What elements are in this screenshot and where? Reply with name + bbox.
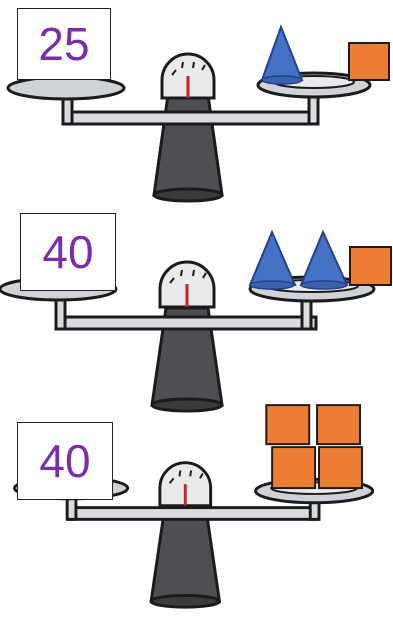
- cone-icon: [301, 232, 347, 285]
- number-label-2: 40: [42, 229, 93, 275]
- scale-foot: [154, 189, 222, 201]
- cube-icon: [317, 405, 360, 444]
- cube-icon: [272, 447, 315, 488]
- balance-scale-3: 40: [0, 410, 393, 615]
- left-pan: [8, 77, 124, 99]
- scale-beam: [60, 317, 316, 329]
- scale-body: [154, 95, 222, 195]
- scale-beam: [66, 112, 316, 124]
- cube-icon: [350, 247, 391, 285]
- scale-foot: [151, 595, 219, 607]
- cube-icon: [349, 43, 389, 80]
- number-card-1: 25: [17, 8, 111, 80]
- balance-scale-1: 25: [0, 0, 393, 205]
- number-label-1: 25: [38, 21, 89, 67]
- number-card-2: 40: [20, 213, 116, 291]
- number-label-3: 40: [39, 438, 90, 484]
- cone-icon: [250, 232, 295, 285]
- cone-icon: [262, 27, 302, 80]
- scale-beam: [69, 508, 317, 520]
- cube-icon: [266, 405, 309, 444]
- cube-icon: [319, 447, 362, 488]
- balance-scale-2: 40: [0, 205, 393, 410]
- number-card-3: 40: [17, 422, 113, 500]
- scale-body: [151, 508, 219, 602]
